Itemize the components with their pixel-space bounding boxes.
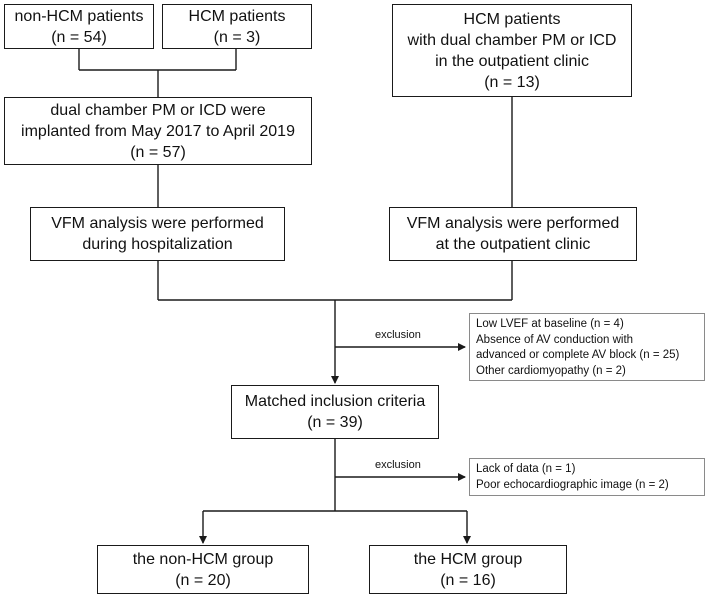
- exclusion-label-1: exclusion: [375, 329, 421, 341]
- non-hcm-patients-box: non-HCM patients (n = 54): [4, 4, 154, 49]
- box-line: VFM analysis were performed: [406, 215, 620, 232]
- box-line: with dual chamber PM or ICD: [407, 31, 617, 49]
- exclusion-box-2: Lack of data (n = 1) Poor echocardiograp…: [469, 458, 705, 496]
- box-line: HCM patients: [463, 10, 561, 28]
- exclusion-line: Absence of AV conduction with: [476, 333, 634, 346]
- box-line: implanted from May 2017 to April 2019: [21, 122, 295, 140]
- box-line: dual chamber PM or ICD were: [50, 101, 266, 119]
- exclusion-line: Low LVEF at baseline (n = 4): [476, 318, 624, 330]
- box-line: (n = 39): [307, 414, 363, 431]
- exclusion-line: advanced or complete AV block (n = 25): [476, 349, 680, 361]
- box-line: (n = 20): [175, 571, 231, 589]
- box-line: (n = 3): [213, 28, 261, 46]
- box-line: (n = 54): [51, 28, 107, 46]
- exclusion-label-2: exclusion: [375, 459, 421, 471]
- box-line: Matched inclusion criteria: [244, 393, 426, 410]
- implanted-box: dual chamber PM or ICD were implanted fr…: [4, 97, 312, 165]
- box-line: non-HCM patients: [14, 7, 144, 25]
- exclusion-box-1: Low LVEF at baseline (n = 4) Absence of …: [469, 313, 705, 381]
- box-line: during hospitalization: [82, 236, 233, 253]
- exclusion-line: Other cardiomyopathy (n = 2): [476, 364, 626, 377]
- vfm-hospitalization-box: VFM analysis were performed during hospi…: [30, 207, 285, 261]
- box-line: in the outpatient clinic: [435, 52, 589, 70]
- exclusion-line: Lack of data (n = 1): [476, 463, 576, 475]
- matched-inclusion-box: Matched inclusion criteria (n = 39): [231, 385, 439, 439]
- non-hcm-group-box: the non-HCM group (n = 20): [97, 545, 309, 594]
- box-line: (n = 13): [484, 73, 540, 91]
- box-line: the HCM group: [413, 550, 523, 568]
- hcm-patients-box: HCM patients (n = 3): [162, 4, 312, 49]
- hcm-outpatient-box: HCM patients with dual chamber PM or ICD…: [392, 4, 632, 97]
- exclusion-line: Poor echocardiographic image (n = 2): [476, 478, 669, 491]
- box-line: (n = 57): [130, 143, 186, 161]
- hcm-group-box: the HCM group (n = 16): [369, 545, 567, 594]
- box-line: at the outpatient clinic: [435, 236, 591, 253]
- vfm-outpatient-box: VFM analysis were performed at the outpa…: [389, 207, 637, 261]
- box-line: the non-HCM group: [132, 550, 274, 568]
- box-line: HCM patients: [188, 7, 286, 25]
- box-line: (n = 16): [440, 571, 496, 589]
- box-line: VFM analysis were performed: [51, 215, 264, 232]
